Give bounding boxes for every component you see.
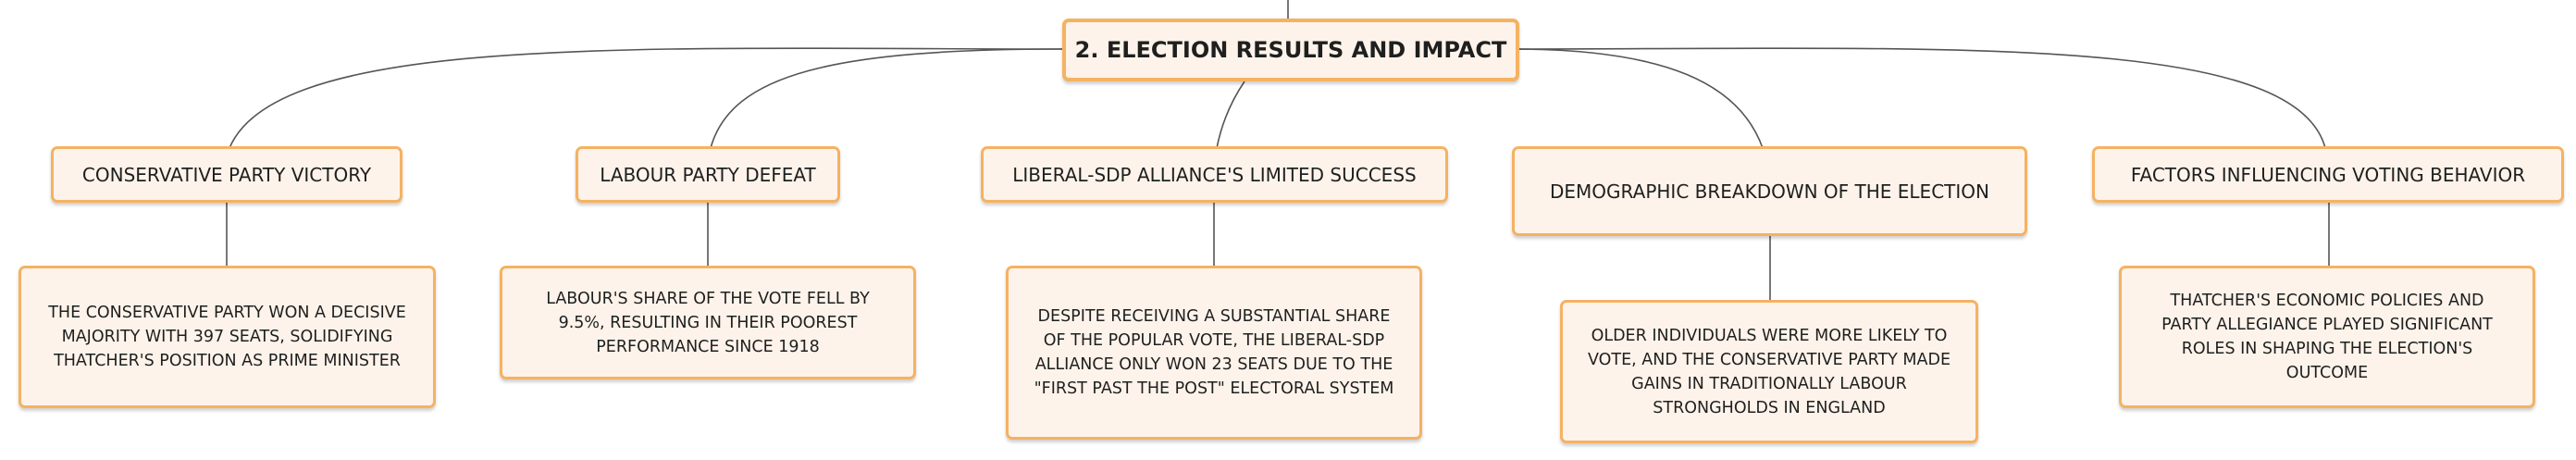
detail-text: DESPITE RECEIVING A SUBSTANTIAL SHARE OF… bbox=[1034, 307, 1394, 398]
topic-title: CONSERVATIVE PARTY VICTORY bbox=[81, 163, 372, 186]
topic-node-labour-defeat[interactable]: LABOUR PARTY DEFEAT bbox=[576, 146, 840, 203]
detail-node-labour-defeat[interactable]: LABOUR'S SHARE OF THE VOTE FELL BY 9.5%,… bbox=[500, 266, 916, 379]
detail-node-demographic-breakdown[interactable]: OLDER INDIVIDUALS WERE MORE LIKELY TO VO… bbox=[1560, 300, 1978, 443]
topic-title: FACTORS INFLUENCING VOTING BEHAVIOR bbox=[2130, 163, 2526, 186]
topic-node-voting-factors[interactable]: FACTORS INFLUENCING VOTING BEHAVIOR bbox=[2092, 146, 2564, 203]
topic-node-conservative-victory[interactable]: CONSERVATIVE PARTY VICTORY bbox=[51, 146, 402, 203]
detail-text: THE CONSERVATIVE PARTY WON A DECISIVE MA… bbox=[48, 304, 406, 370]
topic-node-demographic-breakdown[interactable]: DEMOGRAPHIC BREAKDOWN OF THE ELECTION bbox=[1512, 146, 2027, 236]
detail-text: LABOUR'S SHARE OF THE VOTE FELL BY 9.5%,… bbox=[546, 289, 870, 356]
connector-root-to-topic-1 bbox=[229, 47, 1065, 149]
root-node[interactable]: 2. ELECTION RESULTS AND IMPACT bbox=[1062, 19, 1519, 81]
connector-root-to-topic-4 bbox=[1512, 48, 1764, 149]
root-title: 2. ELECTION RESULTS AND IMPACT bbox=[1074, 37, 1507, 63]
topic-title: LIBERAL-SDP ALLIANCE'S LIMITED SUCCESS bbox=[1012, 163, 1417, 186]
detail-node-voting-factors[interactable]: THATCHER'S ECONOMIC POLICIES AND PARTY A… bbox=[2119, 266, 2535, 408]
detail-node-liberal-sdp-alliance[interactable]: DESPITE RECEIVING A SUBSTANTIAL SHARE OF… bbox=[1006, 266, 1422, 440]
detail-text: OLDER INDIVIDUALS WERE MORE LIKELY TO VO… bbox=[1587, 326, 1951, 417]
connector-root-to-topic-5 bbox=[1512, 47, 2326, 149]
topic-title: LABOUR PARTY DEFEAT bbox=[600, 163, 816, 186]
connector-root-to-topic-3 bbox=[1216, 81, 1245, 149]
detail-node-conservative-victory[interactable]: THE CONSERVATIVE PARTY WON A DECISIVE MA… bbox=[19, 266, 436, 408]
connector-root-to-topic-2 bbox=[710, 48, 1065, 149]
topic-node-liberal-sdp-alliance[interactable]: LIBERAL-SDP ALLIANCE'S LIMITED SUCCESS bbox=[981, 146, 1448, 203]
detail-text: THATCHER'S ECONOMIC POLICIES AND PARTY A… bbox=[2161, 292, 2493, 382]
topic-title: DEMOGRAPHIC BREAKDOWN OF THE ELECTION bbox=[1550, 180, 1989, 203]
